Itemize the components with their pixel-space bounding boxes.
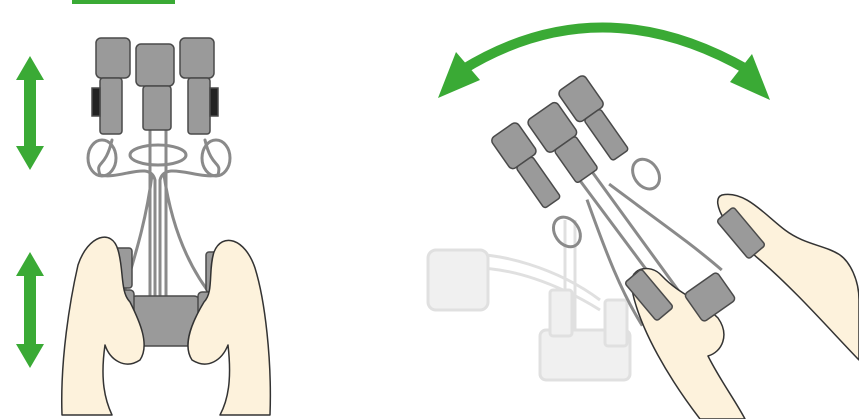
double-arrow-lower-icon — [16, 252, 44, 368]
double-arrow-upper-icon — [16, 56, 44, 170]
panel-vertical-shake — [0, 0, 290, 419]
upper-connectors — [92, 38, 218, 134]
ghost-harness — [428, 220, 630, 380]
right-hand — [188, 240, 270, 415]
header-tab-bar — [72, 0, 175, 4]
panel-side-swing — [400, 0, 859, 419]
held-connectors — [625, 207, 766, 323]
vertical-shake-illustration — [0, 0, 290, 419]
curved-double-arrow-icon — [438, 28, 770, 101]
side-swing-illustration — [400, 0, 859, 419]
